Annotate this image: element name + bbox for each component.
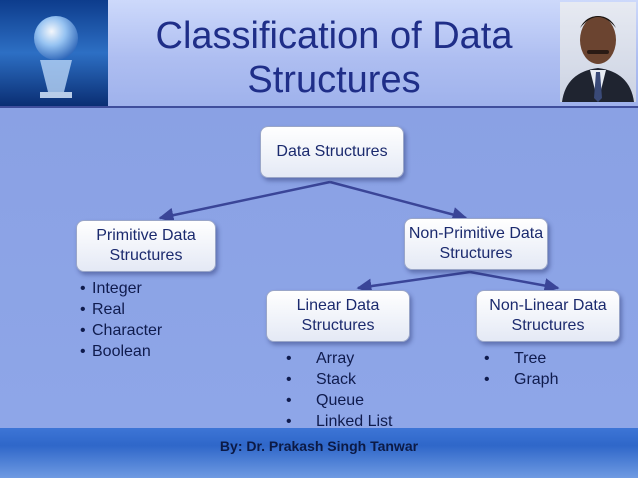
arrow-non-primitive-to-linear — [356, 270, 471, 294]
author-photo — [560, 2, 636, 102]
list-item: •Tree — [484, 350, 547, 367]
list-item: •Queue — [286, 392, 365, 409]
node-data-structures: Data Structures — [260, 126, 404, 178]
arrow-root-to-non-primitive — [329, 180, 468, 222]
list-item: •Boolean — [80, 343, 151, 360]
arrow-non-primitive-to-non-linear — [469, 270, 560, 293]
list-item: •Integer — [80, 280, 142, 297]
list-item: •Graph — [484, 371, 559, 388]
slide-footer — [0, 428, 638, 478]
list-item: •Stack — [286, 371, 357, 388]
list-item: •Array — [286, 350, 355, 367]
list-item: •Real — [80, 301, 125, 318]
node-linear-data-structures: Linear Data Structures — [266, 290, 410, 342]
node-primitive-data-structures: Primitive Data Structures — [76, 220, 216, 272]
arrow-root-to-primitive — [158, 180, 331, 223]
non-linear-types-list: •Tree •Graph — [484, 348, 558, 390]
author-credit: By: Dr. Prakash Singh Tanwar — [219, 438, 419, 454]
globe-trophy-logo — [0, 0, 108, 106]
list-item: •Character — [80, 322, 163, 339]
list-item: •Linked List — [286, 413, 393, 430]
slide-title: Classification of Data Structures — [155, 15, 513, 101]
node-non-linear-data-structures: Non-Linear Data Structures — [476, 290, 620, 342]
linear-types-list: •Array •Stack •Queue •Linked List — [286, 348, 393, 432]
primitive-types-list: •Integer •Real •Character •Boolean — [80, 278, 162, 362]
node-non-primitive-data-structures: Non-Primitive Data Structures — [404, 218, 548, 270]
